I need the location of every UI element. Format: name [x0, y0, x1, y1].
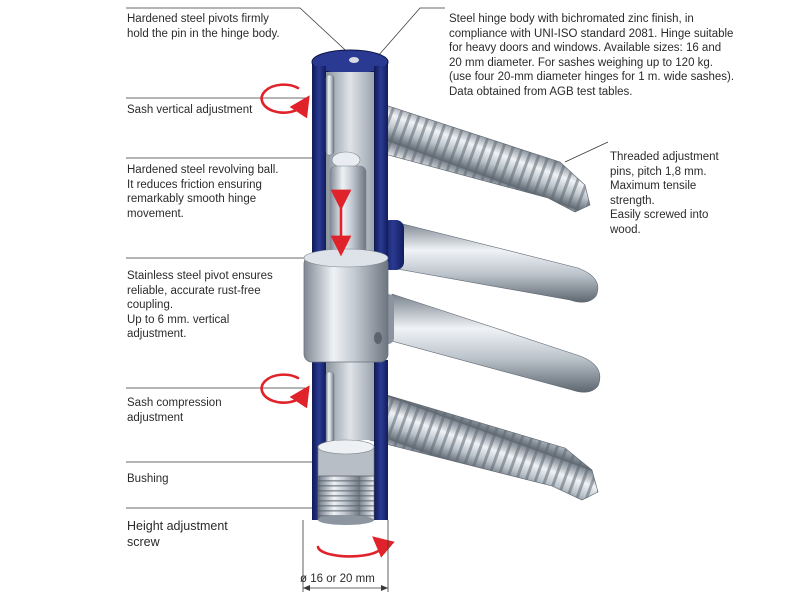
- label-sash-compression: Sash compression adjustment: [127, 396, 222, 425]
- label-line: It reduces friction ensuring: [127, 178, 262, 191]
- label-line: screw: [127, 535, 160, 549]
- label-line: 20 mm diameter. For sashes weighing up t…: [449, 56, 714, 69]
- arrows: [260, 83, 395, 558]
- label-line: Hardened steel pivots firmly: [127, 13, 269, 25]
- label-line: remarkably smooth hinge: [127, 193, 257, 205]
- label-line: Data obtained from AGB test tables.: [449, 85, 633, 98]
- rotation-arrow-icon: [260, 83, 310, 119]
- height-adjustment-screw: [317, 475, 375, 521]
- leader-line-threaded: [564, 141, 609, 163]
- leader-lines: [126, 7, 609, 509]
- label-line: adjustment: [127, 411, 184, 424]
- label-line: coupling.: [127, 299, 174, 311]
- label-line: hold the pin in the hinge body.: [127, 27, 280, 40]
- label-line: pins, pitch 1,8 mm.: [610, 165, 707, 178]
- leader-line-pivots: [126, 7, 357, 61]
- upper-pivot-rod: [325, 74, 335, 156]
- rotation-arrow-icon: [316, 536, 395, 558]
- label-line: adjustment.: [127, 328, 187, 340]
- label-height-adjustment-screw: Height adjustment screw: [127, 518, 228, 550]
- label-line: strength.: [610, 194, 655, 207]
- label-hardened-pivots: Hardened steel pivots firmly hold the pin…: [127, 12, 280, 41]
- label-line: Stainless steel pivot ensures: [127, 270, 273, 282]
- label-bushing: Bushing: [127, 472, 169, 487]
- label-line: Steel hinge body with bichromated zinc f…: [449, 13, 694, 25]
- diameter-dimension: [302, 520, 389, 592]
- label-hinge-body: Steel hinge body with bichromated zinc f…: [449, 12, 734, 99]
- label-line: (use four 20-mm diameter hinges for 1 m.…: [449, 71, 735, 83]
- hinge-body: [303, 49, 389, 525]
- label-line: Bushing: [127, 473, 169, 485]
- label-line: Sash compression: [127, 397, 222, 409]
- lower-pivot-rod: [325, 371, 335, 453]
- label-line: Maximum tensile: [610, 180, 697, 192]
- label-line: Sash vertical adjustment: [127, 104, 253, 116]
- label-line: Height adjustment: [127, 519, 228, 533]
- label-line: compliance with UNI-ISO standard 2081. H…: [449, 27, 734, 40]
- rotation-arrow-icon: [260, 373, 310, 409]
- label-line: Easily screwed into: [610, 209, 709, 221]
- revolving-ball: [331, 151, 361, 169]
- label-diameter: ø 16 or 20 mm: [300, 573, 375, 585]
- label-line: Hardened steel revolving ball.: [127, 164, 279, 176]
- label-stainless-pivot: Stainless steel pivot ensures reliable, a…: [127, 269, 273, 342]
- stainless-pivot: [303, 255, 389, 363]
- smooth-pin-lower: [376, 293, 601, 393]
- label-line: movement.: [127, 207, 184, 220]
- label-line: Threaded adjustment: [610, 151, 719, 163]
- smooth-pin-upper: [382, 220, 599, 303]
- label-revolving-ball: Hardened steel revolving ball. It reduces…: [127, 163, 279, 221]
- label-line: for heavy doors and windows. Available s…: [449, 42, 722, 54]
- leader-line-body: [377, 7, 445, 57]
- label-line: reliable, accurate rust-free: [127, 284, 261, 297]
- label-line: Up to 6 mm. vertical: [127, 313, 230, 326]
- label-threaded-pins: Threaded adjustment pins, pitch 1,8 mm. Ma…: [610, 150, 719, 237]
- label-line: wood.: [610, 223, 641, 236]
- label-sash-vertical-adjustment: Sash vertical adjustment: [127, 103, 252, 118]
